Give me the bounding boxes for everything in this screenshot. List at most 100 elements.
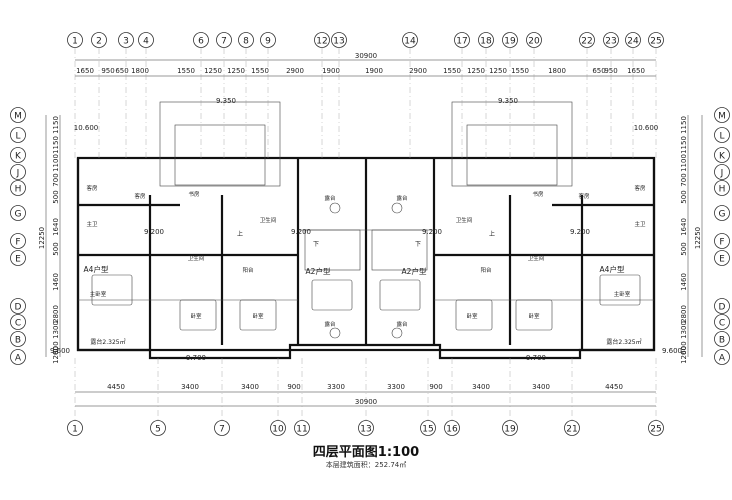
axis-bubble: 6 [193, 32, 209, 48]
axis-circle [67, 420, 83, 436]
dim-text: 4450 [107, 383, 125, 391]
axis-bubble: A [10, 349, 26, 365]
dim-text: 1150 [52, 116, 60, 134]
axis-label: 17 [456, 37, 467, 47]
room-label: 卫生间 [188, 254, 205, 262]
axis-circle [214, 420, 230, 436]
stair [304, 229, 428, 271]
axis-circle [10, 331, 26, 347]
axis-circle [625, 32, 641, 48]
dim-text: 1250 [489, 67, 507, 75]
axis-circle [216, 32, 232, 48]
room-label: 卫生间 [456, 216, 473, 224]
axis-circle [714, 180, 730, 196]
room-label: 阳台 [480, 266, 492, 274]
axis-circle [358, 420, 374, 436]
room-label: 卧室 [190, 312, 202, 320]
elevation-mark: 10.600 [634, 124, 659, 132]
axis-circle [138, 32, 154, 48]
axis-label: 5 [155, 425, 161, 435]
axis-circle [714, 147, 730, 163]
dim-text: 1550 [251, 67, 269, 75]
axis-label: 9 [265, 37, 271, 47]
axis-bubble: 20 [526, 32, 542, 48]
axis-bubble: M [714, 107, 730, 123]
dim-text: 500 [680, 190, 688, 203]
axis-bubble: B [10, 331, 26, 347]
axis-label: J [16, 169, 20, 179]
axis-circle [714, 164, 730, 180]
axis-bubble: 24 [625, 32, 641, 48]
dim-text: 1800 [131, 67, 149, 75]
axis-circle [579, 32, 595, 48]
dim-text: 2900 [286, 67, 304, 75]
axis-label: C [719, 319, 725, 329]
axis-circle [10, 147, 26, 163]
axis-label: 7 [221, 37, 227, 47]
axis-bubble: 13 [358, 420, 374, 436]
dim-text: 500 [680, 242, 688, 255]
axis-label: H [15, 185, 22, 195]
room-label: 露台 [396, 320, 408, 328]
dim-text: 1150 [680, 136, 688, 154]
axis-circle [150, 420, 166, 436]
axis-bubble: 7 [216, 32, 232, 48]
dim-text: 1650 [76, 67, 94, 75]
axis-circle [270, 420, 286, 436]
dim-total-left: 12250 [38, 227, 46, 249]
axis-bubble: 10 [270, 420, 286, 436]
axis-bubble: 8 [238, 32, 254, 48]
axis-circle [10, 107, 26, 123]
axis-bubble: F [714, 233, 730, 249]
axis-circle [294, 420, 310, 436]
room-label: 客房 [86, 184, 98, 192]
axis-bubble: H [10, 180, 26, 196]
drawing-title: 四层平面图1:100 [312, 445, 420, 460]
axis-label: 7 [219, 425, 225, 435]
axis-bubble: 19 [502, 32, 518, 48]
axis-bubble: 1 [67, 420, 83, 436]
axis-bubble: 14 [402, 32, 418, 48]
dim-text: 500 [52, 242, 60, 255]
axis-bubble: G [714, 205, 730, 221]
axis-label: A [15, 354, 22, 364]
axis-circle [714, 127, 730, 143]
dim-text: 2900 [409, 67, 427, 75]
plan-note: 上 [489, 230, 495, 238]
dim-text: 1250 [227, 67, 245, 75]
axis-label: 15 [422, 425, 433, 435]
axis-circle [502, 32, 518, 48]
room-label: 卫生间 [260, 216, 277, 224]
axis-bubble: 12 [314, 32, 330, 48]
axis-circle [478, 32, 494, 48]
unit-type-label: A4户型 [600, 264, 625, 274]
plan-note: 露台2.325㎡ [606, 338, 641, 346]
elevation-mark: 9.700 [526, 354, 546, 362]
axis-bubble: C [10, 314, 26, 330]
axis-circle [648, 420, 664, 436]
area-note: 本层建筑面积：252.74㎡ [325, 461, 407, 469]
axis-circle [10, 164, 26, 180]
dim-text: 900 [429, 383, 442, 391]
axis-label: B [719, 336, 725, 346]
axis-bubble: 19 [502, 420, 518, 436]
axis-circle [10, 349, 26, 365]
axis-circle [444, 420, 460, 436]
axis-bubble: 1 [67, 32, 83, 48]
axis-label: 22 [581, 37, 592, 47]
room-label: 客房 [578, 192, 590, 200]
axis-label: L [15, 132, 20, 142]
elevation-mark: 9.350 [498, 97, 518, 105]
axis-circle [714, 250, 730, 266]
room-label: 书房 [188, 190, 200, 198]
axis-circle [331, 32, 347, 48]
axis-bubble: H [714, 180, 730, 196]
axis-bubble: J [714, 164, 730, 180]
room-label: 阳台 [242, 266, 254, 274]
axis-label: 1 [72, 425, 78, 435]
dim-text: 1550 [511, 67, 529, 75]
dim-text: 3400 [532, 383, 550, 391]
axis-bubble: 16 [444, 420, 460, 436]
dim-text: 2800 [680, 305, 688, 323]
axis-label: F [719, 238, 724, 248]
